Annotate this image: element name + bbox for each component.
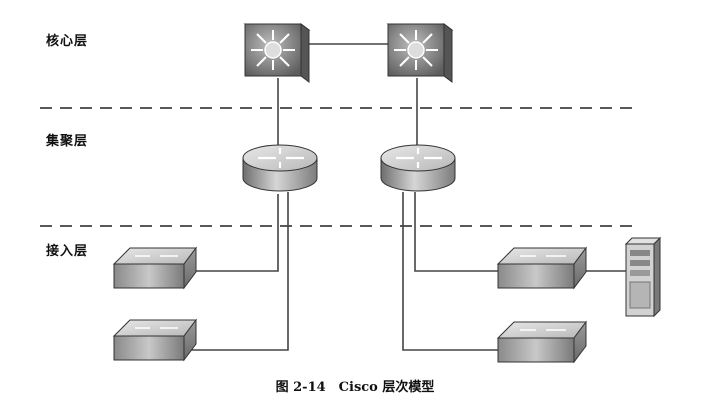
access-switch-4-icon [496, 320, 587, 364]
core-switch-1-icon [243, 23, 311, 83]
connections [185, 43, 626, 351]
access-switch-2-icon [112, 318, 197, 362]
layer-label-distribution: 集聚层 [46, 134, 89, 149]
figure-caption: 图 2-14 Cisco 层次模型 [275, 380, 435, 395]
server-icon [624, 236, 662, 318]
access-switch-1-icon [112, 246, 197, 290]
access-switch-3-icon [496, 246, 587, 290]
layer-label-core: 核心层 [46, 34, 89, 49]
layer-label-access: 接入层 [46, 244, 89, 259]
distribution-router-1-icon [242, 144, 318, 192]
distribution-router-2-icon [380, 144, 456, 192]
core-switch-2-icon [386, 23, 454, 83]
